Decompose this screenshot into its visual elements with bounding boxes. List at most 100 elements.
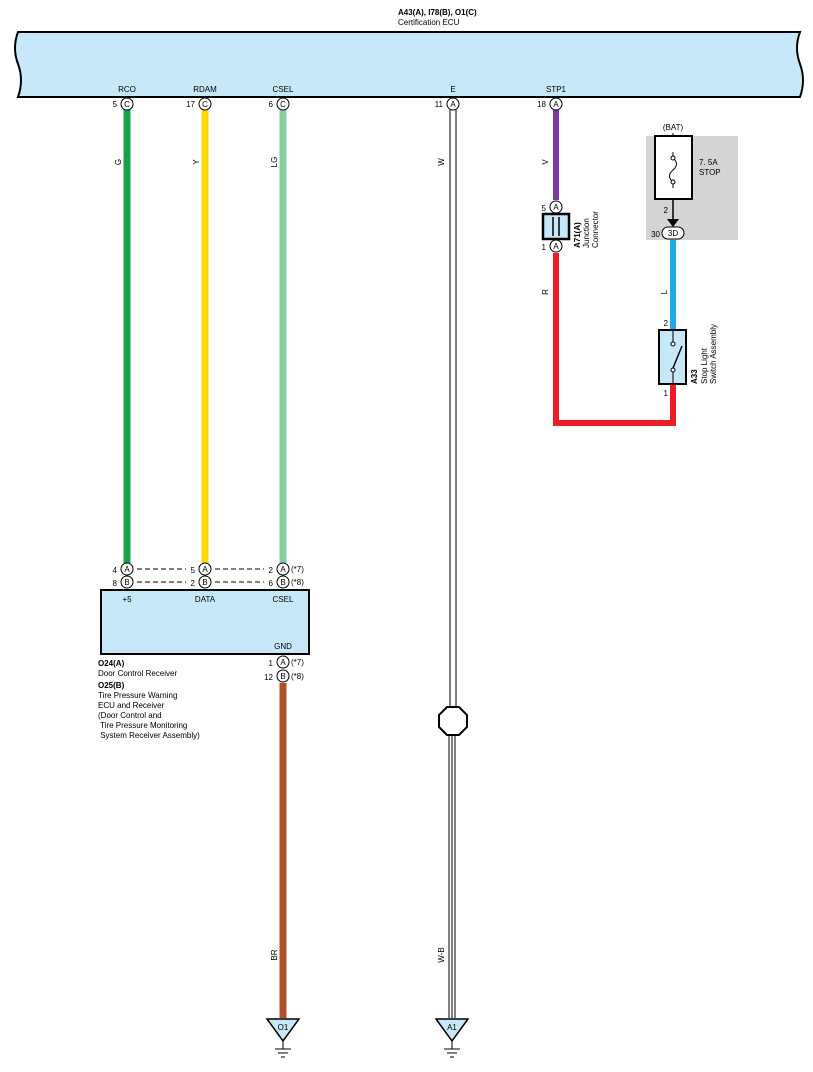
receiver-row-a-csel-conn: A bbox=[280, 565, 286, 574]
junction-name-line1: Junction bbox=[582, 218, 591, 248]
receiver-row-b-p5-conn: B bbox=[124, 578, 129, 587]
wire-code-r: R bbox=[541, 289, 550, 295]
ecu-pin-name-e: E bbox=[450, 85, 455, 94]
receiver-row-a-data-conn: A bbox=[202, 565, 208, 574]
receiver-row-b-data: 2 bbox=[191, 579, 196, 588]
ecu-pin-name-csel: CSEL bbox=[273, 85, 294, 94]
receiver-body bbox=[100, 589, 310, 655]
ecu-pin-conn-rdam: C bbox=[202, 100, 208, 109]
ground-o1-label: O1 bbox=[278, 1023, 289, 1032]
wire-code-wb: W-B bbox=[437, 947, 446, 962]
ecu-pin-circle-csel bbox=[276, 97, 290, 111]
switch-contact-top bbox=[670, 341, 676, 347]
receiver-desc-b-line4: Tire Pressure Monitoring bbox=[98, 721, 187, 730]
junction-bottom-conn: A bbox=[553, 242, 559, 251]
ecu-name: Certification ECU bbox=[398, 18, 460, 27]
ecu-pin-name-rdam: RDAM bbox=[193, 85, 217, 94]
fuse-rating: 7. 5A bbox=[699, 158, 718, 167]
receiver-gnd-b-circle bbox=[276, 669, 290, 683]
ecu-pin-circle-e bbox=[446, 97, 460, 111]
receiver-row-a-note: (*7) bbox=[291, 565, 304, 574]
ecu-pin-name-rco: RCO bbox=[118, 85, 136, 94]
switch-name-line2: Switch Assembly bbox=[709, 324, 718, 384]
stop-light-switch: 2 1 A33 Stop Light Switch Assembly bbox=[658, 319, 718, 398]
wire-code-l: L bbox=[660, 289, 669, 294]
wire-code-lg: LG bbox=[270, 157, 279, 168]
fuse-arrow-icon bbox=[667, 219, 679, 227]
switch-bottom-pin: 1 bbox=[664, 389, 669, 398]
ecu-pin-circle-stp1 bbox=[549, 97, 563, 111]
ecu-pin-name-stp1: STP1 bbox=[546, 85, 567, 94]
ecu-pin-number-csel: 6 bbox=[269, 100, 274, 109]
ecu-pin-conn-rco: C bbox=[124, 100, 130, 109]
ecu-pin-number-stp1: 18 bbox=[537, 100, 546, 109]
fuse-element-bottom bbox=[670, 179, 676, 185]
receiver-pins-row-a: 4 A 5 A 2 A (*7) bbox=[113, 562, 304, 576]
receiver-row-b-csel-conn: B bbox=[280, 578, 285, 587]
wire-r bbox=[553, 253, 676, 426]
receiver-desc-b-line5: System Receiver Assembly) bbox=[98, 731, 200, 740]
wire-code-v: V bbox=[541, 159, 550, 165]
fuse-element-icon bbox=[669, 152, 677, 188]
receiver-terminal-gnd: GND bbox=[274, 642, 292, 651]
receiver-row-a-data: 5 bbox=[191, 566, 196, 575]
junction-id: A71(A) bbox=[573, 222, 582, 248]
ecu-pin-conn-stp1: A bbox=[553, 100, 559, 109]
junction-top-conn: A bbox=[553, 203, 559, 212]
ground-a1: A1 bbox=[434, 1018, 470, 1058]
receiver-gnd-a-conn: A bbox=[280, 658, 286, 667]
receiver-gnd-pins: 1 A (*7) 12 B (*8) bbox=[264, 655, 304, 683]
switch-top-pin: 2 bbox=[664, 319, 669, 328]
receiver-gnd-a-note: (*7) bbox=[291, 658, 304, 667]
fuse-source: (BAT) bbox=[663, 123, 684, 132]
junction-bottom-pin: 1 bbox=[542, 243, 547, 252]
ecu-pin-number-rdam: 17 bbox=[186, 100, 195, 109]
switch-contact-bottom bbox=[670, 367, 676, 373]
junction-top-pin: 5 bbox=[542, 204, 547, 213]
ecu-pin-rco: 5 C bbox=[113, 97, 134, 111]
fuse-body bbox=[654, 135, 693, 200]
receiver-pins-row-b: 8 B 2 B 6 B (*8) bbox=[113, 575, 304, 589]
receiver-row-b-data-circle bbox=[198, 575, 212, 589]
fuse-out-pin: 30 bbox=[651, 230, 660, 239]
fuse-pin: 2 bbox=[664, 206, 669, 215]
receiver-terminal-p5: +5 bbox=[122, 595, 132, 604]
fuse-out-conn: 3D bbox=[668, 229, 678, 238]
ecu-pin-conn-csel: C bbox=[280, 100, 286, 109]
receiver-gnd-a-circle bbox=[276, 655, 290, 669]
fuse-block: (BAT) 7. 5A STOP 2 30 3D bbox=[646, 123, 738, 240]
wire-code-w: W bbox=[437, 158, 446, 166]
ground-o1-triangle bbox=[265, 1018, 301, 1043]
receiver-desc-b-line2: ECU and Receiver bbox=[98, 701, 165, 710]
receiver-row-b-p5: 8 bbox=[113, 579, 118, 588]
receiver-row-a-csel: 2 bbox=[269, 566, 274, 575]
ecu-pin-circle-rdam bbox=[198, 97, 212, 111]
junction-bottom-circle bbox=[549, 239, 563, 253]
junction-name-line2: Connector bbox=[591, 211, 600, 248]
switch-id: A33 bbox=[690, 369, 699, 384]
fuse-out-connector bbox=[661, 226, 685, 240]
receiver-row-b-csel: 6 bbox=[269, 579, 274, 588]
receiver-gnd-b-pin: 12 bbox=[264, 673, 273, 682]
ecu-pin-number-rco: 5 bbox=[113, 100, 118, 109]
ecu-pin-csel: 6 C bbox=[269, 97, 290, 111]
ecu-pin-circle-rco bbox=[120, 97, 134, 111]
receiver-row-a-csel-circle bbox=[276, 562, 290, 576]
ground-a1-triangle bbox=[434, 1018, 470, 1043]
ecu-body bbox=[14, 31, 804, 98]
ecu-pin-stp1: 18 A bbox=[537, 97, 563, 111]
ecu-pin-e: 11 A bbox=[435, 97, 460, 111]
receiver-row-a-p5: 4 bbox=[113, 566, 118, 575]
receiver-desc-b-line1: Tire Pressure Warning bbox=[98, 691, 177, 700]
ground-a1-label: A1 bbox=[447, 1023, 457, 1032]
fuse-name: STOP bbox=[699, 168, 721, 177]
ecu-pin-rdam: 17 C bbox=[186, 97, 212, 111]
switch-name-line1: Stop Light bbox=[700, 347, 709, 384]
receiver-desc-a: Door Control Receiver bbox=[98, 669, 177, 678]
wire-code-br: BR bbox=[270, 949, 279, 960]
receiver-gnd-b-note: (*8) bbox=[291, 672, 304, 681]
receiver-title-b: O25(B) bbox=[98, 681, 125, 690]
ecu-connectors-label: A43(A), I78(B), O1(C) bbox=[398, 8, 477, 17]
receiver-title-a: O24(A) bbox=[98, 659, 125, 668]
junction-connector: 5 A 1 A A71(A) Junction Connector bbox=[542, 200, 600, 253]
